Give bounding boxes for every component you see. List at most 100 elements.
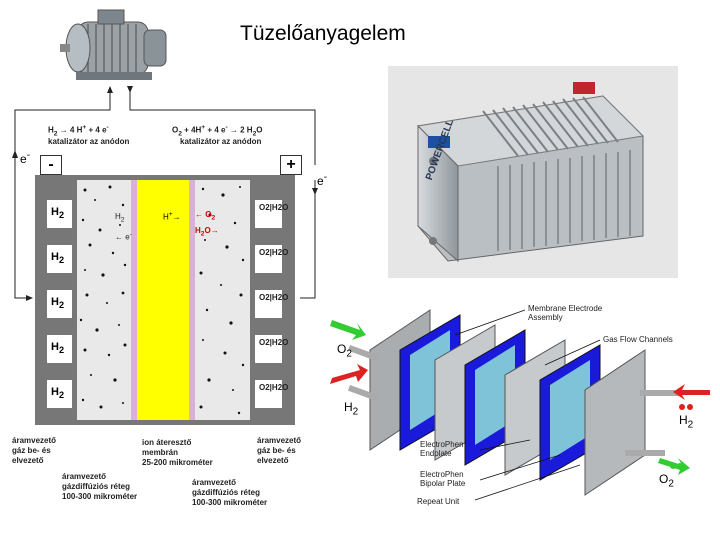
inner-o2-1-sub: 2 bbox=[211, 215, 215, 222]
electron-right-sup: - bbox=[324, 172, 327, 183]
caption-middle-3: 25-200 mikrométer bbox=[142, 458, 213, 468]
inner-electron-1-sup: - bbox=[130, 231, 132, 238]
inner-h2-1-sub: 2 bbox=[121, 217, 125, 224]
inner-h2-1: H2 bbox=[115, 210, 132, 228]
o2-bottom-sub: 2 bbox=[668, 478, 674, 489]
o2-h2o-outlet-4: O2|H2O bbox=[259, 338, 288, 347]
electron-right-label: e- bbox=[317, 172, 327, 188]
bipolar-plate-label-2: Bipolar Plate bbox=[420, 479, 465, 488]
o2-h2o-outlet-4-text: O2|H2O bbox=[259, 338, 288, 347]
membrane-electrode-label-2: Assembly bbox=[528, 313, 602, 322]
caption-middle-bottom-2: gázdiffúziós réteg bbox=[192, 488, 267, 498]
inner-species-left: H2 ← e- bbox=[115, 210, 132, 244]
h2-inlet-1-sub: 2 bbox=[59, 210, 64, 220]
caption-left-top-3: elvezető bbox=[12, 456, 56, 466]
o2-h2o-outlet-5-text: O2|H2O bbox=[259, 383, 288, 392]
o2-top-sub: 2 bbox=[346, 348, 352, 359]
h2-inlet-5: H2 bbox=[51, 386, 64, 400]
membrane-electrode-label: Membrane Electrode Assembly bbox=[528, 304, 602, 322]
o2-h2o-outlet-3-text: O2|H2O bbox=[259, 293, 288, 302]
caption-middle-2: membrán bbox=[142, 448, 213, 458]
catalyst-anode-label: katalizátor az anódon bbox=[48, 137, 129, 147]
anode-protons: 4 H bbox=[70, 126, 82, 135]
anode-equation: H2 → 4 H+ + 4 e- bbox=[48, 124, 109, 137]
inner-species-membrane: H+→ bbox=[163, 208, 181, 225]
bipolar-plate-label: ElectroPhen Bipolar Plate bbox=[420, 470, 465, 488]
negative-terminal: - bbox=[40, 155, 62, 175]
cathode-plus: + bbox=[201, 124, 205, 131]
caption-right-top-1: áramvezető bbox=[257, 436, 301, 446]
fuel-cell-diagram: H2 H2 H2 H2 H2 O2|H2O O2|H2O O2|H2O O2|H… bbox=[35, 175, 295, 425]
positive-terminal: + bbox=[280, 155, 302, 175]
o2-h2o-outlet-5: O2|H2O bbox=[259, 383, 288, 392]
catalyst-cathode-label: katalizátor az anódon bbox=[180, 137, 261, 147]
cathode-electrons: + 4 e bbox=[207, 126, 225, 135]
caption-left-bottom: áramvezető gázdiffúziós réteg 100-300 mi… bbox=[62, 472, 137, 502]
caption-right-top-3: elvezető bbox=[257, 456, 301, 466]
h2-inlet-1: H2 bbox=[51, 206, 64, 220]
caption-right-top-2: gáz be- és bbox=[257, 446, 301, 456]
cathode-minus: - bbox=[225, 124, 227, 131]
anode-electrons: + 4 e bbox=[89, 126, 107, 135]
anode-arrow: → bbox=[60, 126, 68, 135]
h2-inlet-5-sub: 2 bbox=[59, 390, 64, 400]
anode-minus: - bbox=[107, 124, 109, 131]
o2-h2o-outlet-1: O2|H2O bbox=[259, 203, 288, 212]
electron-left-text: e bbox=[20, 152, 27, 166]
membrane-electrode-label-1: Membrane Electrode bbox=[528, 304, 602, 313]
inner-o2-1: ← O2 bbox=[195, 209, 219, 225]
o2-top-text: O bbox=[337, 342, 346, 356]
inner-h2o-1: H2O→ bbox=[195, 225, 219, 241]
caption-left-top-2: gáz be- és bbox=[12, 446, 56, 456]
h2-mid-sub: 2 bbox=[353, 406, 359, 417]
o2-h2o-outlet-2-text: O2|H2O bbox=[259, 248, 288, 257]
inner-species-right: ← O2 H2O→ bbox=[195, 209, 219, 240]
electron-left-label: e- bbox=[20, 150, 30, 166]
endplate-label: ElectroPhen Endplate bbox=[420, 440, 464, 458]
h2-right-sub: 2 bbox=[688, 419, 694, 430]
h2-mid-label: H2 bbox=[344, 400, 358, 417]
inner-proton-1: H+→ bbox=[163, 208, 181, 225]
h2-right-text: H bbox=[679, 413, 688, 427]
powercell-image: POWERCELL bbox=[388, 66, 678, 278]
o2-h2o-outlet-2: O2|H2O bbox=[259, 248, 288, 257]
caption-middle-1: ion áteresztő bbox=[142, 438, 213, 448]
bipolar-plate-label-1: ElectroPhen bbox=[420, 470, 465, 479]
o2-bottom-label: O2 bbox=[659, 472, 674, 489]
h2-inlet-3-text: H bbox=[51, 296, 59, 308]
h2-inlet-3: H2 bbox=[51, 296, 64, 310]
h2-mid-text: H bbox=[344, 400, 353, 414]
caption-middle-bottom-1: áramvezető bbox=[192, 478, 267, 488]
o2-h2o-outlet-1-text: O2|H2O bbox=[259, 203, 288, 212]
inner-proton-1-sup: + bbox=[169, 211, 173, 218]
anode-plus: + bbox=[82, 124, 86, 131]
o2-top-label: O2 bbox=[337, 342, 352, 359]
h2-inlet-5-text: H bbox=[51, 386, 59, 398]
cathode-arrow: → bbox=[230, 126, 238, 135]
h2-right-label: H2 bbox=[679, 413, 693, 430]
caption-right-top: áramvezető gáz be- és elvezető bbox=[257, 436, 301, 466]
caption-left-top: áramvezető gáz be- és elvezető bbox=[12, 436, 56, 466]
h2-inlet-4-text: H bbox=[51, 341, 59, 353]
electron-left-sup: - bbox=[27, 150, 30, 161]
cathode-protons: + 4H bbox=[184, 126, 201, 135]
o2-bottom-text: O bbox=[659, 472, 668, 486]
caption-left-bottom-2: gázdiffúziós réteg bbox=[62, 482, 137, 492]
h2-inlet-1-text: H bbox=[51, 206, 59, 218]
h2-inlet-4: H2 bbox=[51, 341, 64, 355]
caption-middle-bottom-3: 100-300 mikrométer bbox=[192, 498, 267, 508]
exploded-stack-diagram bbox=[330, 290, 715, 535]
cathode-water: 2 H bbox=[240, 126, 252, 135]
electron-right-text: e bbox=[317, 174, 324, 188]
repeat-unit-label: Repeat Unit bbox=[417, 497, 459, 506]
caption-middle-bottom: áramvezető gázdiffúziós réteg 100-300 mi… bbox=[192, 478, 267, 508]
h2-inlet-2-sub: 2 bbox=[59, 255, 64, 265]
h2-inlet-2-text: H bbox=[51, 251, 59, 263]
cathode-equation: O2 + 4H+ + 4 e- → 2 H2O bbox=[172, 124, 263, 137]
h2-inlet-3-sub: 2 bbox=[59, 300, 64, 310]
h2-inlet-4-sub: 2 bbox=[59, 345, 64, 355]
endplate-label-1: ElectroPhen bbox=[420, 440, 464, 449]
cathode-water-o: O bbox=[256, 126, 262, 135]
caption-left-bottom-3: 100-300 mikrométer bbox=[62, 492, 137, 502]
gas-flow-label: Gas Flow Channels bbox=[603, 335, 673, 344]
